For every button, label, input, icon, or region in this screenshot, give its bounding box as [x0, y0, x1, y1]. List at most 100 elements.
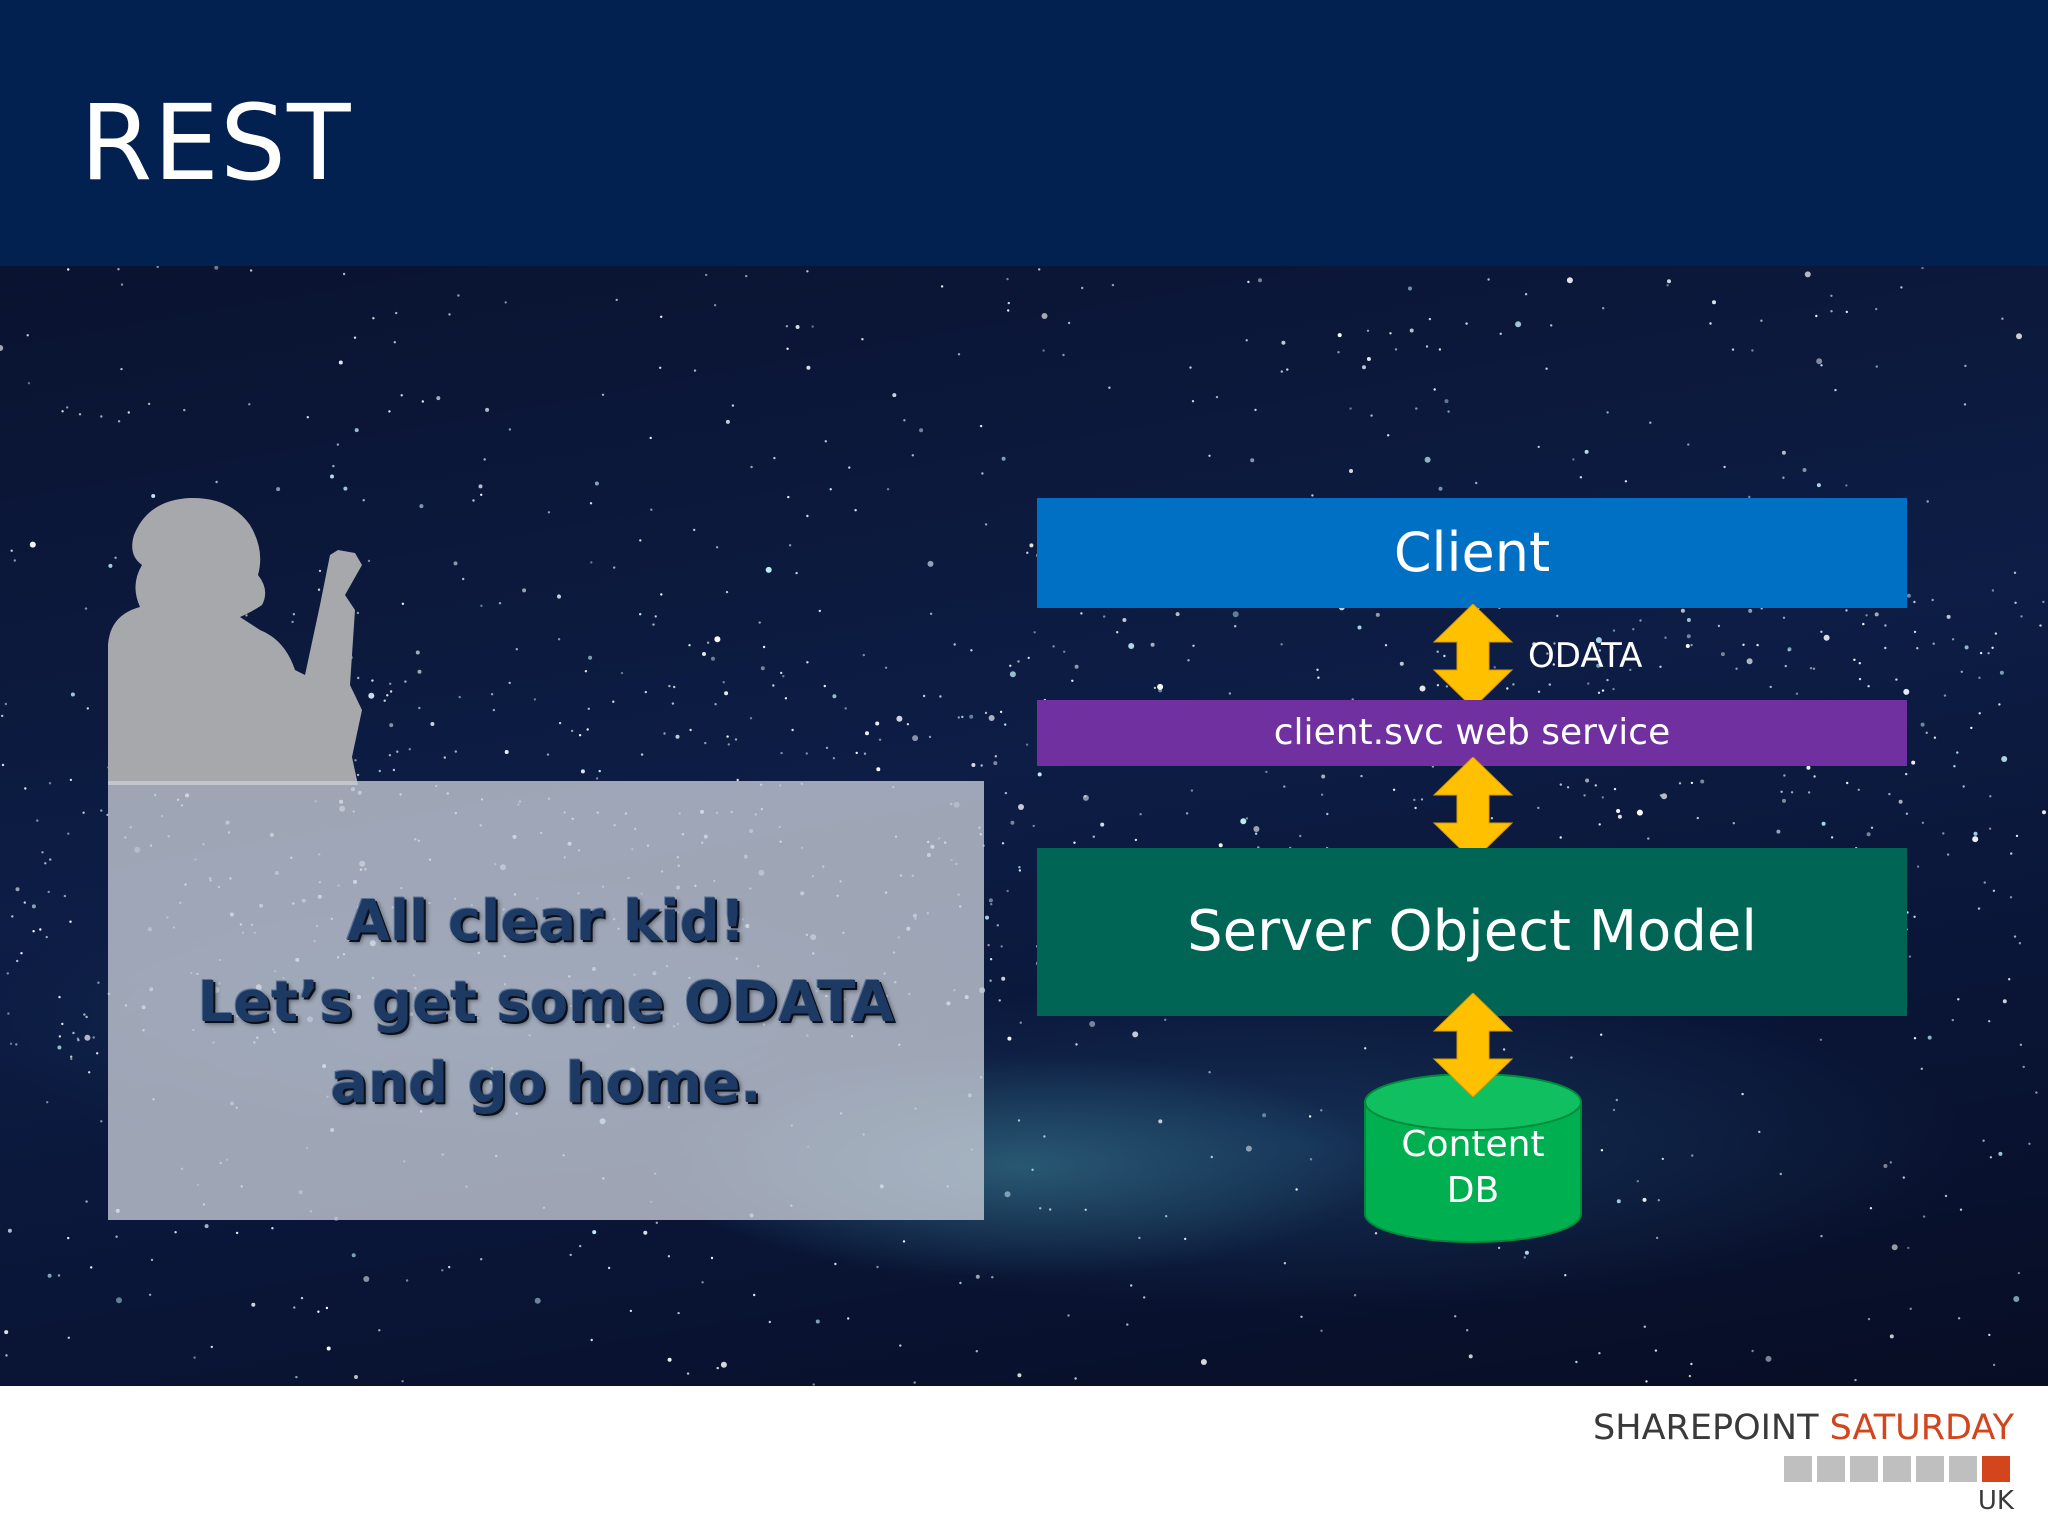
star [215, 480, 218, 484]
star [1157, 683, 1164, 690]
star [45, 935, 48, 939]
star [1659, 794, 1663, 797]
star [677, 1311, 680, 1315]
star [508, 428, 512, 431]
star [1349, 407, 1352, 410]
star [715, 546, 719, 549]
star [395, 311, 398, 315]
star [295, 1375, 298, 1379]
star [1813, 775, 1816, 778]
star [1000, 945, 1003, 948]
star [1351, 698, 1354, 701]
star [1598, 649, 1602, 652]
star [1845, 484, 1848, 487]
star [1552, 663, 1556, 666]
star [9, 1042, 13, 1045]
star [1018, 866, 1021, 869]
star [1353, 1294, 1357, 1297]
star [57, 1045, 62, 1050]
logo-region: UK [1977, 1486, 2014, 1516]
star [1245, 1145, 1252, 1152]
star [1597, 691, 1601, 694]
star [1004, 791, 1008, 795]
star [1103, 615, 1106, 618]
star [1566, 277, 1573, 284]
star [462, 577, 465, 581]
star [251, 1302, 256, 1307]
star [1572, 458, 1575, 461]
star [580, 769, 585, 774]
star [558, 721, 562, 725]
star [15, 1043, 18, 1046]
star [1731, 348, 1735, 351]
star [768, 1320, 771, 1324]
star [862, 653, 865, 657]
star [70, 1057, 73, 1061]
star [127, 411, 130, 414]
star [861, 338, 864, 341]
star [971, 763, 976, 767]
star [812, 1383, 815, 1386]
star [1250, 458, 1255, 463]
star [389, 690, 393, 693]
star [85, 1200, 88, 1203]
star [1834, 388, 1837, 392]
star [1921, 821, 1925, 824]
star [97, 981, 100, 984]
star [1100, 822, 1105, 827]
star [485, 407, 490, 412]
star [546, 753, 550, 756]
star [1389, 332, 1392, 335]
star [1649, 421, 1652, 424]
star [1375, 612, 1380, 617]
star [1018, 869, 1022, 872]
star [1499, 332, 1502, 335]
star [592, 1230, 597, 1235]
star [330, 474, 334, 479]
star [66, 406, 69, 409]
star [1905, 772, 1908, 776]
star [1732, 822, 1736, 825]
star [731, 404, 735, 407]
star [1612, 687, 1615, 691]
star [2039, 624, 2042, 627]
star [1875, 365, 1879, 368]
star [1609, 645, 1614, 650]
star [1063, 650, 1066, 653]
star [1812, 667, 1816, 670]
star [590, 561, 593, 564]
star [63, 894, 67, 898]
star [1556, 614, 1559, 618]
star [2001, 756, 2008, 762]
star [834, 1262, 837, 1266]
star [292, 613, 296, 616]
star [1210, 1155, 1214, 1159]
star [1232, 611, 1239, 618]
star [400, 394, 403, 397]
star [1384, 644, 1388, 647]
star [1001, 456, 1006, 461]
person-silhouette-icon [108, 497, 362, 785]
star [750, 465, 753, 469]
star [1009, 671, 1016, 678]
star [762, 645, 766, 649]
star [929, 612, 933, 615]
star [1875, 307, 1878, 311]
star [78, 413, 82, 416]
star [706, 641, 710, 644]
star [884, 666, 888, 669]
star [1991, 646, 1994, 649]
star [23, 901, 26, 904]
star [356, 611, 360, 615]
star [2014, 601, 2017, 604]
star [693, 369, 697, 372]
star [704, 741, 707, 745]
star [913, 1381, 916, 1384]
star [806, 365, 811, 370]
star [372, 317, 375, 320]
star [991, 1276, 994, 1279]
star [1585, 778, 1590, 783]
star [1720, 652, 1725, 657]
logo-word-sharepoint: SHAREPOINT [1593, 1408, 1819, 1448]
star [4, 1330, 9, 1335]
